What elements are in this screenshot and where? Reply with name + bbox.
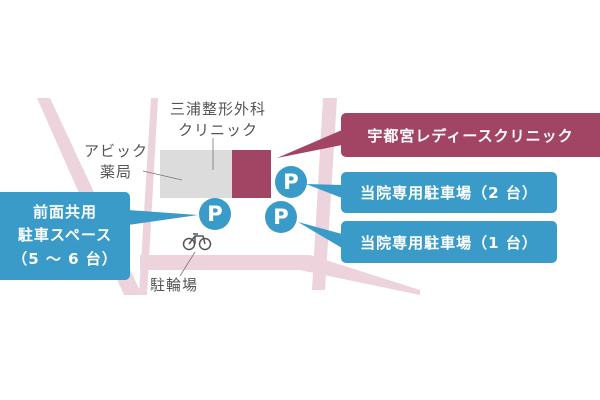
road-horizontal — [140, 255, 420, 295]
shared-parking-line3: （5 ～ 6 台） — [12, 249, 118, 268]
label-abic-line2: 薬局 — [100, 163, 133, 181]
parking-icon-1: P — [265, 201, 297, 233]
bicycle-icon — [182, 233, 212, 251]
shared-pointer — [128, 210, 198, 225]
clinic-pointer — [277, 130, 342, 158]
callout-parking-1: 当院専用駐車場（1 台） — [341, 221, 557, 263]
parking-icon-2: P — [275, 166, 307, 198]
parking1-pointer — [298, 222, 342, 248]
shared-parking-line2: 駐車スペース — [17, 226, 113, 245]
callout-shared-parking: 前面共用 駐車スペース （5 ～ 6 台） — [0, 192, 130, 280]
parking-icon-shared: P — [199, 198, 231, 230]
label-bicycle-parking: 駐輪場 — [150, 276, 199, 294]
road-vertical-left — [139, 98, 158, 295]
callout-parking-2: 当院専用駐車場（2 台） — [341, 172, 557, 213]
building-pharmacy-clinic — [160, 150, 232, 198]
shared-parking-line1: 前面共用 — [32, 203, 97, 222]
label-miura-clinic-line2: クリニック — [178, 121, 259, 139]
callout-ladies-clinic: 宇都宮レディースクリニック — [341, 113, 600, 157]
parking2-pointer — [306, 184, 342, 198]
label-miura-clinic-line1: 三浦整形外科 — [170, 100, 267, 118]
label-abic-line1: アビック — [84, 142, 149, 160]
building-ladies-clinic — [232, 150, 271, 198]
leader-lines — [142, 138, 214, 277]
